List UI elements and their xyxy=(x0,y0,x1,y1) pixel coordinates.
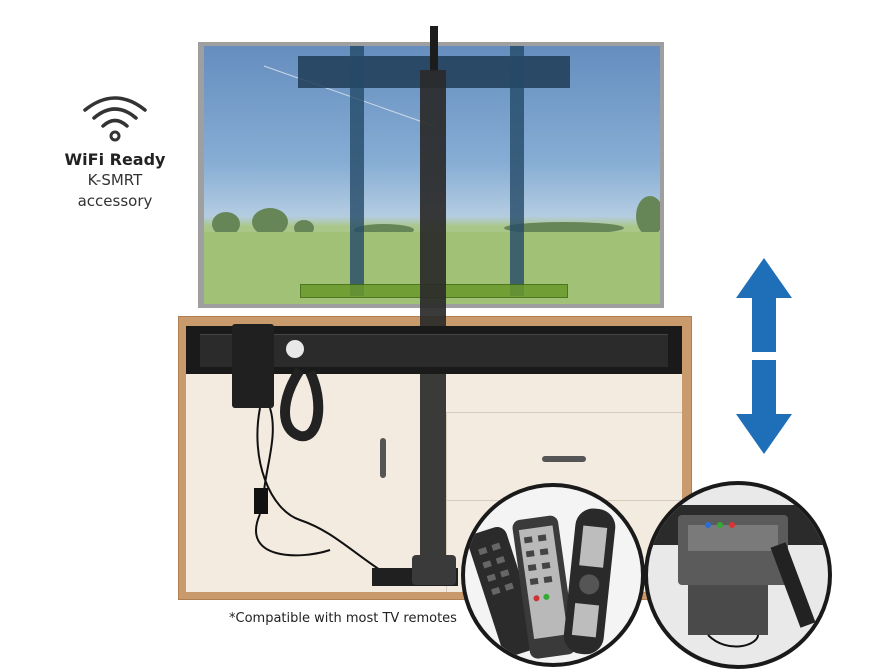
control-box xyxy=(232,324,274,408)
drawer-edge xyxy=(446,412,447,592)
drawer-divider xyxy=(446,412,682,413)
drawer-handle xyxy=(542,456,586,462)
up-down-arrow-icon xyxy=(736,258,792,454)
mount-arm-right xyxy=(510,46,524,296)
cables xyxy=(254,367,381,571)
remotes-inset xyxy=(461,483,645,667)
lift-rail-inner xyxy=(200,334,668,367)
wifi-icon xyxy=(83,96,147,142)
compatibility-note: *Compatible with most TV remotes xyxy=(229,611,457,626)
lift-cable xyxy=(430,26,438,72)
tv-remotes-image xyxy=(468,508,616,659)
lift-column xyxy=(420,70,446,580)
mount-arm-left xyxy=(350,46,364,296)
wifi-title: WiFi Ready xyxy=(64,150,166,169)
control-box-inset xyxy=(644,481,832,669)
wifi-line2: accessory xyxy=(77,192,153,210)
control-box-image xyxy=(648,505,828,648)
door-handle xyxy=(380,438,386,478)
wifi-line1: K-SMRT xyxy=(87,171,143,189)
wifi-badge: WiFi Ready K-SMRT accessory xyxy=(60,92,170,212)
rail-hole xyxy=(286,340,304,358)
lift-motor xyxy=(412,555,456,585)
